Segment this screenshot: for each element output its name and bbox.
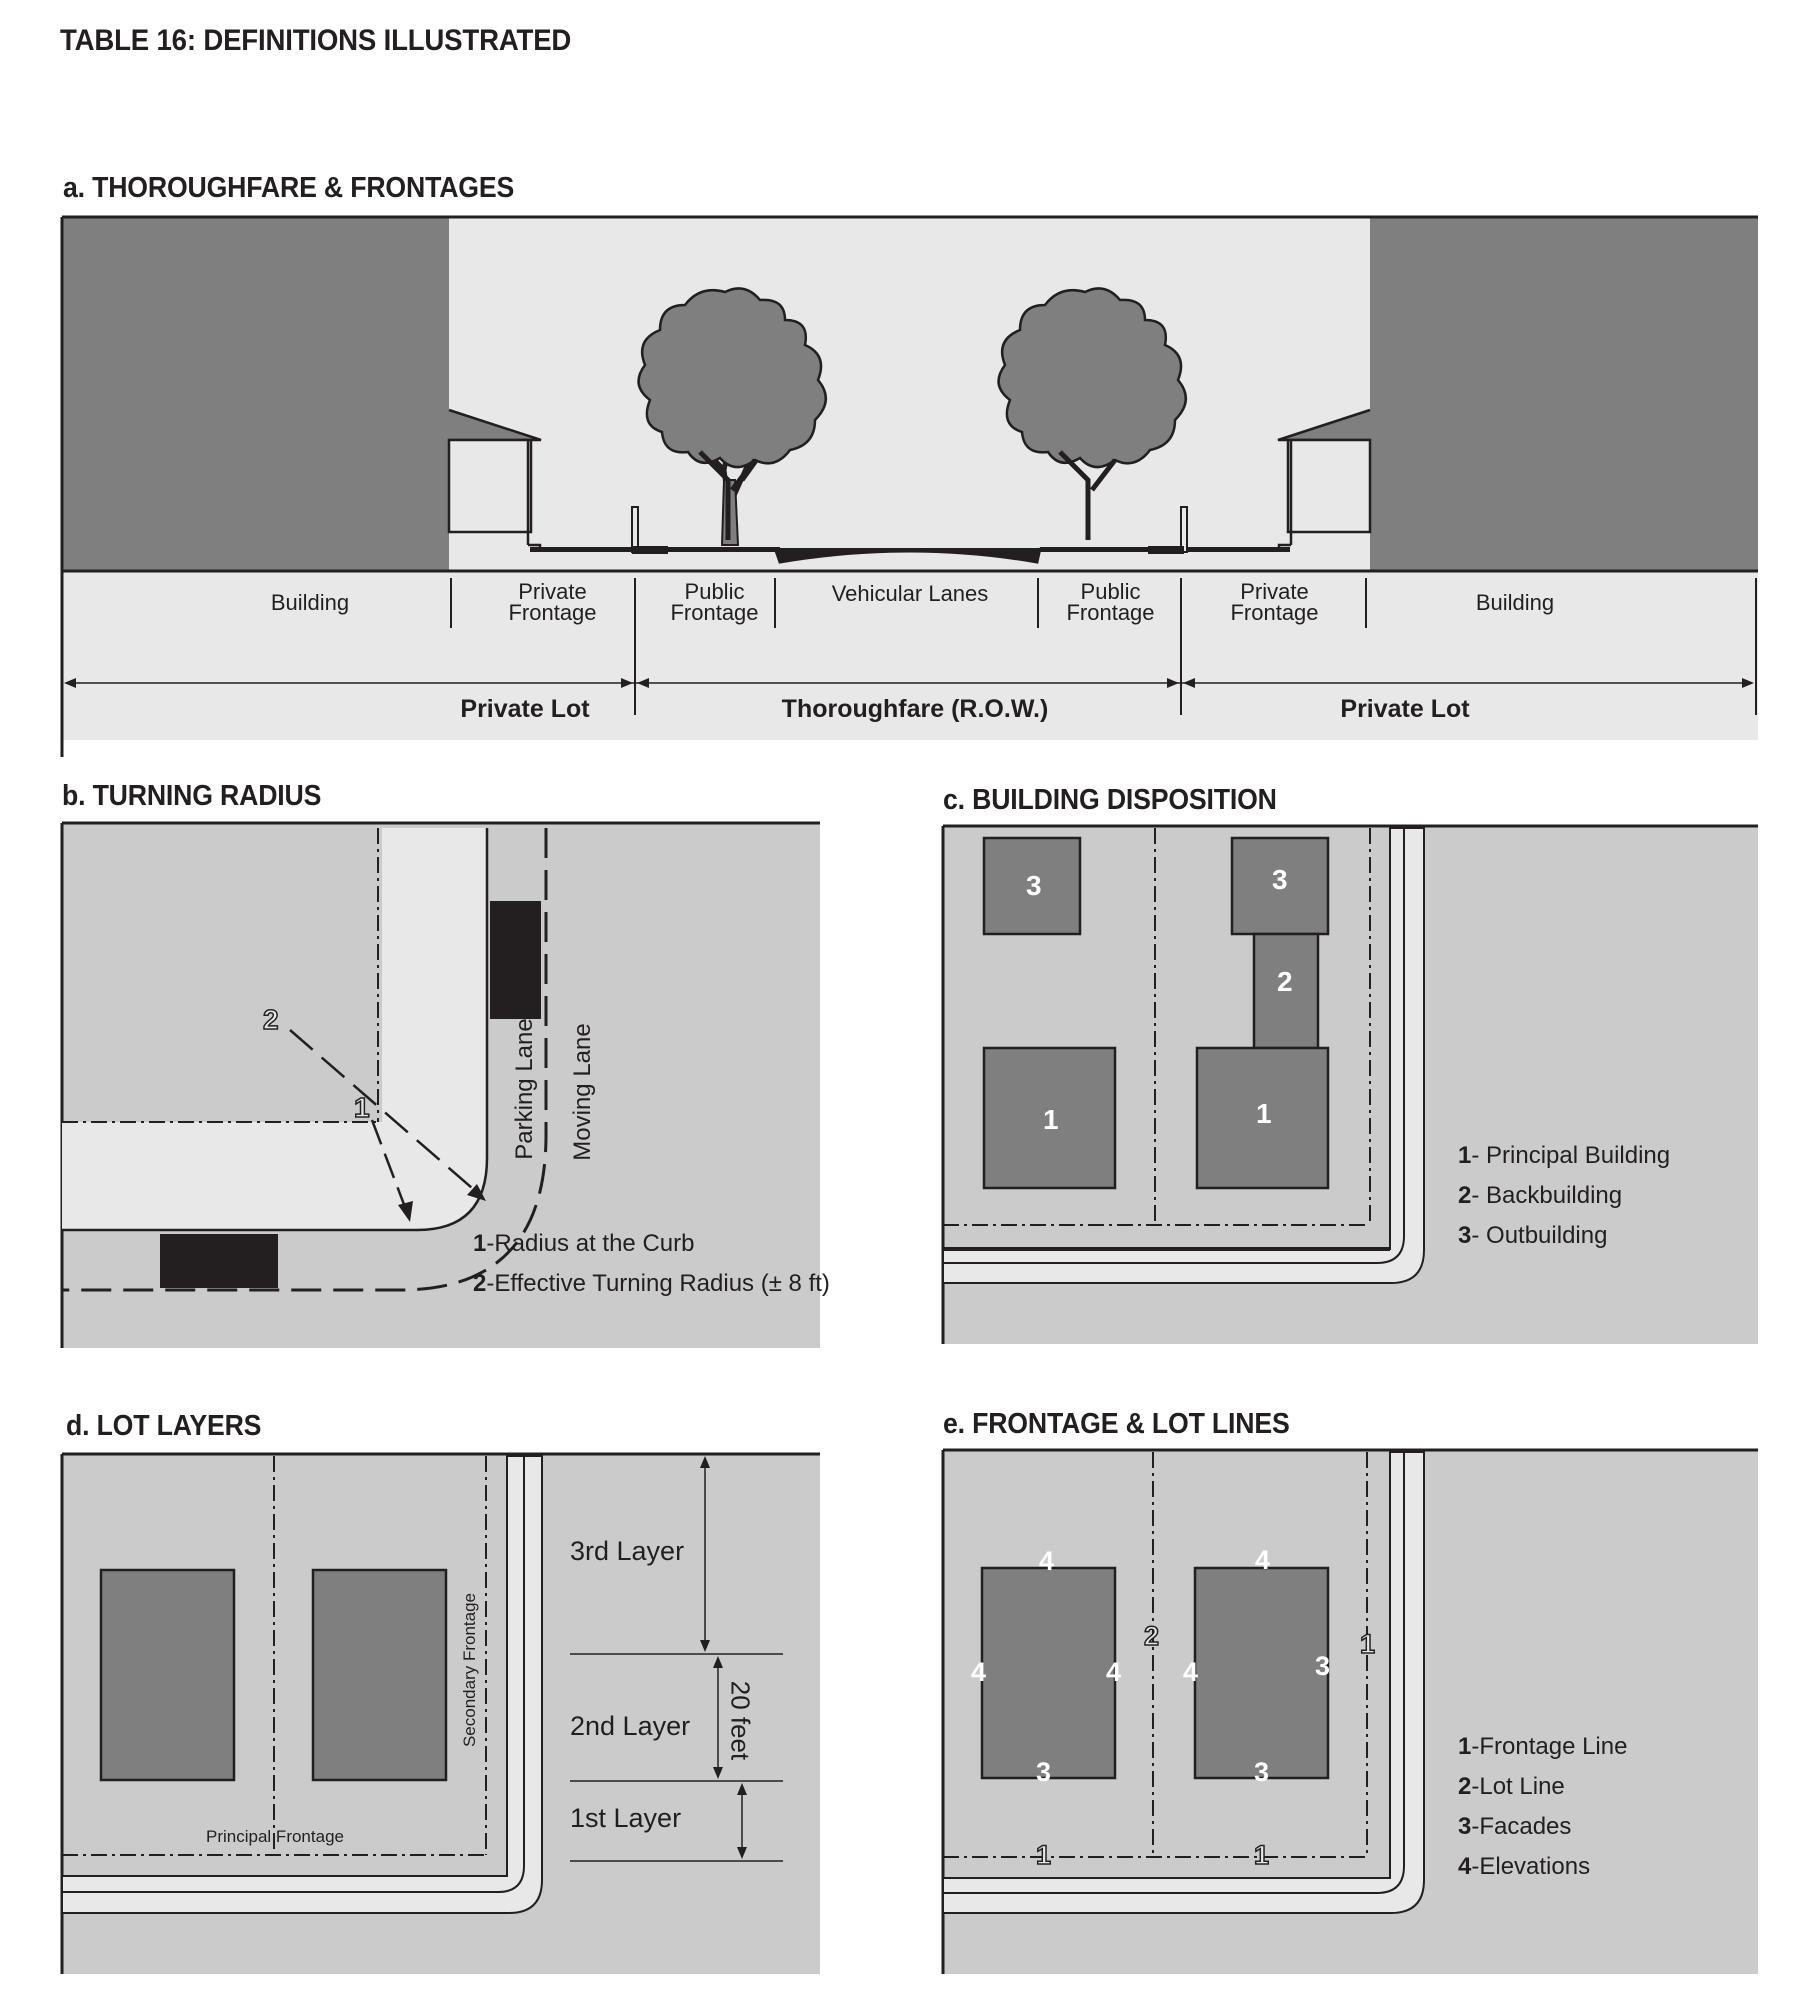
marker-outbuilding-right: 3 <box>1272 864 1288 895</box>
backbuilding-right <box>1252 932 1320 1050</box>
tree-left <box>637 287 827 546</box>
legend-text: -Effective Turning Radius (± 8 ft) <box>486 1270 830 1297</box>
marker-elevation-top-left: 4 <box>1039 1546 1055 1576</box>
dimension-thoroughfare: Thoroughfare (R.O.W.) <box>781 695 1049 723</box>
legend-item: 1- Principal Building <box>1458 1136 1670 1176</box>
label-3rd-layer: 3rd Layer <box>570 1536 685 1566</box>
label-private-frontage-right-line1: Private <box>1240 579 1309 604</box>
label-private-frontage-left: Private Frontage <box>490 579 615 625</box>
porch-right <box>1271 408 1372 552</box>
label-private-frontage-right-line2: Frontage <box>1230 600 1319 625</box>
marker-lot-line: 2 <box>1143 1620 1160 1652</box>
legend-num: 2 <box>1458 1182 1472 1209</box>
panel-a-heading: a. THOROUGHFARE & FRONTAGES <box>63 172 515 204</box>
marker-backbuilding: 2 <box>1277 966 1293 997</box>
legend-num: 1 <box>1458 1733 1472 1760</box>
legend-item: 4-Elevations <box>1458 1847 1627 1887</box>
legend-num: 3 <box>1458 1222 1472 1249</box>
parked-car-vertical <box>490 901 541 1019</box>
principal-building-left <box>982 1046 1117 1190</box>
building-disposition-diagram <box>941 824 1758 1344</box>
legend-num: 2 <box>473 1270 487 1297</box>
legend-text: -Frontage Line <box>1471 1733 1628 1760</box>
legend-item: 2-Lot Line <box>1458 1767 1627 1807</box>
porch-left <box>447 408 548 552</box>
legend-text: - Backbuilding <box>1471 1182 1623 1209</box>
building-footprint-left <box>980 1566 1117 1780</box>
label-vehicular-lanes: Vehicular Lanes <box>831 581 989 606</box>
dimension-private-lot-right: Private Lot <box>1340 695 1470 723</box>
panel-e-heading: e. FRONTAGE & LOT LINES <box>943 1408 1290 1440</box>
vehicular-lanes-surface <box>773 547 1042 564</box>
legend-item: 2- Backbuilding <box>1458 1176 1670 1216</box>
thoroughfare-section-diagram <box>60 215 1758 757</box>
marker-outbuilding-left: 3 <box>1026 870 1042 901</box>
marker-elevation-right-inner: 4 <box>1183 1657 1199 1687</box>
principal-building-right <box>1195 1046 1330 1190</box>
marker-frontage-line-side: 1 <box>1359 1628 1376 1660</box>
label-private-frontage-left-line1: Private <box>518 579 587 604</box>
turning-radius-diagram <box>60 821 820 1348</box>
label-public-frontage-right-line2: Frontage <box>1066 600 1155 625</box>
legend-num: 1 <box>1458 1142 1472 1169</box>
panel-b-heading: b. TURNING RADIUS <box>62 780 322 812</box>
building-right <box>1370 217 1758 571</box>
legend-text: - Outbuilding <box>1471 1222 1608 1249</box>
tree-right <box>997 287 1187 540</box>
outbuilding-left <box>982 836 1082 936</box>
building-footprint-right <box>311 1568 448 1782</box>
marker-elevation-left-outer: 4 <box>971 1657 987 1687</box>
legend-item: 1-Radius at the Curb <box>473 1224 830 1264</box>
legend-text: -Lot Line <box>1471 1773 1565 1800</box>
marker-frontage-line-bottom-left: 1 <box>1035 1839 1052 1871</box>
building-footprint-right <box>1193 1566 1330 1780</box>
marker-principal-right: 1 <box>1256 1098 1272 1129</box>
legend-text: -Facades <box>1471 1813 1572 1840</box>
panel-d-heading: d. LOT LAYERS <box>66 1410 262 1442</box>
legend-item: 3- Outbuilding <box>1458 1216 1670 1256</box>
label-public-frontage-right: Public Frontage <box>1048 579 1173 625</box>
label-private-frontage-right: Private Frontage <box>1212 579 1337 625</box>
label-building-left: Building <box>270 590 350 615</box>
label-private-frontage-left-line2: Frontage <box>508 600 597 625</box>
building-left <box>62 217 449 571</box>
marker-principal-left: 1 <box>1043 1104 1059 1135</box>
marker-effective-radius: 2 <box>262 1003 279 1036</box>
marker-curb-radius: 1 <box>353 1091 370 1124</box>
legend-num: 1 <box>473 1230 487 1257</box>
label-public-frontage-left-line2: Frontage <box>670 600 759 625</box>
marker-facade-bottom-right: 3 <box>1254 1757 1270 1787</box>
label-public-frontage-left: Public Frontage <box>652 579 777 625</box>
legend-item: 2-Effective Turning Radius (± 8 ft) <box>473 1264 830 1304</box>
dimension-private-lot-left: Private Lot <box>460 695 590 723</box>
marker-facade-right-side: 3 <box>1315 1651 1331 1681</box>
label-principal-frontage: Principal Frontage <box>206 1827 344 1846</box>
legend-num: 2 <box>1458 1773 1472 1800</box>
legend-text: -Radius at the Curb <box>486 1230 695 1257</box>
panel-c-legend: 1- Principal Building 2- Backbuilding 3-… <box>1458 1136 1670 1256</box>
legend-item: 3-Facades <box>1458 1807 1627 1847</box>
legend-num: 4 <box>1458 1853 1472 1880</box>
marker-frontage-line-bottom-right: 1 <box>1253 1839 1270 1871</box>
table-title: TABLE 16: DEFINITIONS ILLUSTRATED <box>60 24 572 57</box>
marker-facade-bottom-left: 3 <box>1036 1757 1052 1787</box>
label-building-right: Building <box>1475 590 1555 615</box>
label-public-frontage-left-line1: Public <box>684 579 745 604</box>
legend-text: -Elevations <box>1471 1853 1591 1880</box>
label-1st-layer: 1st Layer <box>570 1803 682 1833</box>
marker-elevation-left-inner: 4 <box>1106 1657 1122 1687</box>
legend-item: 1-Frontage Line <box>1458 1727 1627 1767</box>
panel-c-heading: c. BUILDING DISPOSITION <box>943 784 1277 816</box>
marker-elevation-top-right: 4 <box>1255 1545 1271 1575</box>
parked-car-horizontal <box>160 1234 278 1288</box>
panel-b-legend: 1-Radius at the Curb 2-Effective Turning… <box>473 1224 830 1304</box>
legend-text: - Principal Building <box>1471 1142 1671 1169</box>
building-footprint-left <box>99 1568 236 1782</box>
panel-e-legend: 1-Frontage Line 2-Lot Line 3-Facades 4-E… <box>1458 1727 1627 1887</box>
label-public-frontage-right-line1: Public <box>1080 579 1141 604</box>
legend-num: 3 <box>1458 1813 1472 1840</box>
label-2nd-layer: 2nd Layer <box>570 1711 691 1741</box>
